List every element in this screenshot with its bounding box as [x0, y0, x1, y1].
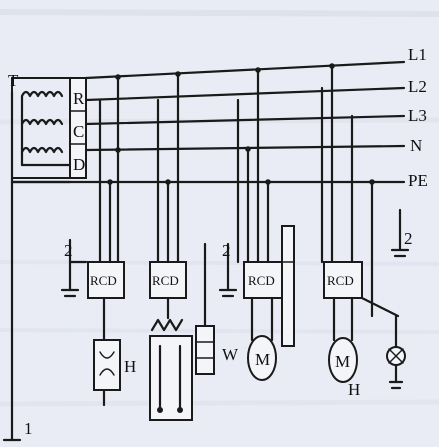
branch-1-lamp: [60, 75, 125, 407]
bus-label-l3: L3: [408, 106, 427, 125]
ground-label-1: 1: [24, 419, 33, 438]
rcd-label-4: RCD: [327, 273, 354, 288]
ground-label-2b: 2: [222, 241, 231, 260]
rcd-label-1: RCD: [90, 273, 117, 288]
branch-4-motor-lamp: [320, 64, 410, 390]
ground-1: [2, 428, 22, 442]
ground-label-2c: 2: [404, 229, 413, 248]
lamp-label-h2: H: [348, 380, 360, 399]
bus-label-l1: L1: [408, 45, 427, 64]
motor-label-m1: M: [255, 350, 270, 369]
bus-label-l2: L2: [408, 77, 427, 96]
rcd-label-3: RCD: [248, 273, 275, 288]
branch-2-heater: [149, 72, 215, 421]
rcd-main-letter-c: C: [73, 122, 84, 141]
main-rcd: R C D: [69, 77, 87, 179]
rcd-label-2: RCD: [152, 273, 179, 288]
rcd-main-letter-d: D: [73, 155, 85, 174]
bus-label-pe: PE: [408, 171, 428, 190]
branch-3-motor: [218, 68, 295, 381]
source-label: T: [8, 71, 19, 90]
rcd-main-letter-r: R: [73, 89, 85, 108]
bus-label-n: N: [410, 136, 422, 155]
lamp-label-h1: H: [124, 357, 136, 376]
transformer: [10, 77, 71, 432]
ground-label-2a: 2: [64, 241, 73, 260]
motor-label-m2: M: [335, 352, 350, 371]
heater-label-w: W: [222, 345, 239, 364]
